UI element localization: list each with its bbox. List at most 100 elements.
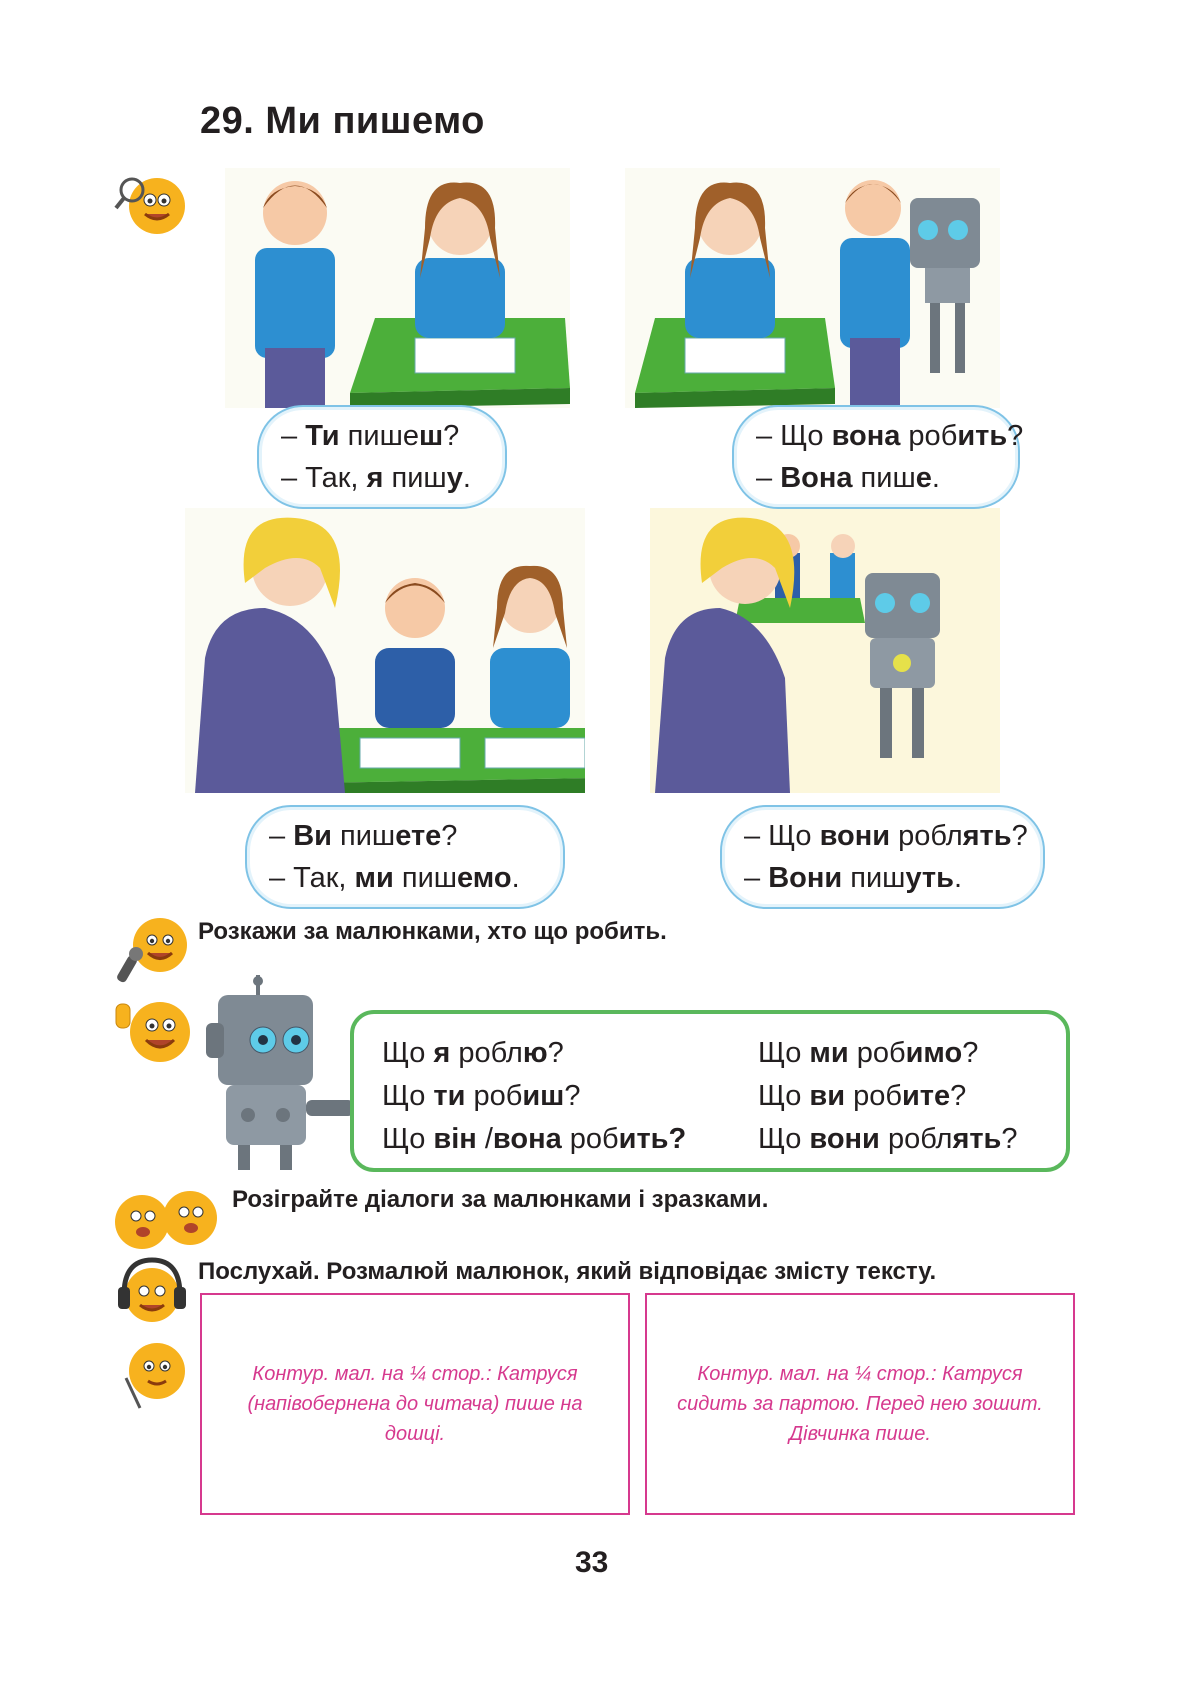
text-segment: . bbox=[931, 462, 940, 494]
smiley-pencil-icon bbox=[124, 1343, 185, 1409]
bold-text-segment: ите bbox=[901, 1080, 951, 1112]
text-segment: робл bbox=[879, 1123, 953, 1155]
text-segment: . bbox=[953, 862, 963, 894]
text-segment: – Так, bbox=[269, 862, 355, 894]
bold-text-segment: ми bbox=[354, 862, 394, 894]
grammar-row: Що ти робиш? bbox=[382, 1075, 686, 1118]
text-segment: / bbox=[476, 1123, 493, 1155]
text-segment: пиш bbox=[842, 862, 906, 894]
bold-text-segment: е bbox=[915, 462, 932, 494]
text-segment: ? bbox=[962, 1037, 979, 1069]
text-segment: – bbox=[756, 462, 781, 494]
instruction-act: Розіграйте діалоги за малюнками і зразка… bbox=[232, 1186, 769, 1213]
scene-boy-asks-girl bbox=[225, 168, 570, 408]
text-segment: ? bbox=[950, 1080, 967, 1112]
grammar-row: Що він /вона робить? bbox=[382, 1118, 686, 1161]
text-segment: . bbox=[511, 862, 520, 894]
bold-text-segment: ви bbox=[809, 1080, 846, 1112]
text-segment: ? bbox=[1007, 420, 1024, 452]
grammar-row: Що ви робите? bbox=[758, 1075, 1018, 1118]
text-segment: ? bbox=[441, 820, 458, 852]
text-segment: пиш bbox=[852, 462, 916, 494]
scene-teacher-robot bbox=[650, 508, 1000, 793]
bold-text-segment: ш bbox=[418, 420, 444, 452]
bold-text-segment: ю bbox=[522, 1037, 548, 1069]
bold-text-segment: вони bbox=[819, 820, 891, 852]
text-segment: – Так, bbox=[281, 462, 367, 494]
text-segment: ? bbox=[443, 420, 460, 452]
text-segment: – bbox=[744, 862, 769, 894]
smileys-talking-icon bbox=[115, 1191, 217, 1249]
bold-text-segment: иш bbox=[522, 1080, 565, 1112]
bold-text-segment: у bbox=[446, 462, 463, 494]
text-segment: Що bbox=[758, 1123, 810, 1155]
dialogue-bubble-3: – Ви пишете? – Так, ми пишемо. bbox=[245, 805, 565, 909]
bold-text-segment: ить? bbox=[618, 1123, 687, 1155]
bold-text-segment: вона bbox=[492, 1123, 562, 1155]
text-segment: Що bbox=[382, 1080, 434, 1112]
scene-boy-robot-girl bbox=[625, 168, 1000, 408]
text-segment: Що bbox=[758, 1037, 810, 1069]
text-segment: пиш bbox=[383, 462, 447, 494]
grammar-column-singular: Що я роблю? Що ти робиш? Що він /вона ро… bbox=[382, 1032, 686, 1161]
bold-text-segment: ми bbox=[809, 1037, 849, 1069]
bold-text-segment: вони bbox=[809, 1123, 880, 1155]
smiley-magnifier-icon bbox=[114, 177, 185, 234]
dialogue-line: – Вона пише. bbox=[756, 457, 1018, 499]
text-segment: пиш bbox=[331, 820, 396, 852]
dialogue-line: – Так, ми пишемо. bbox=[269, 857, 563, 899]
bold-text-segment: имо bbox=[905, 1037, 963, 1069]
text-segment: ? bbox=[1001, 1123, 1018, 1155]
text-segment: пиш bbox=[393, 862, 458, 894]
dialogue-bubble-4: – Що вони роблять? – Вони пишуть. bbox=[720, 805, 1045, 909]
bold-text-segment: ить bbox=[957, 420, 1008, 452]
bold-text-segment: ять bbox=[962, 820, 1012, 852]
dialogue-line: – Так, я пишу. bbox=[281, 457, 505, 499]
robot-illustration bbox=[206, 975, 354, 1170]
smiley-microphone-icon bbox=[117, 918, 187, 983]
dialogue-line: – Що вони роблять? bbox=[744, 815, 1043, 857]
text-segment: Що bbox=[382, 1123, 434, 1155]
dialogue-bubble-1: – Ти пишеш? – Так, я пишу. bbox=[257, 405, 507, 509]
grammar-row: Що вони роблять? bbox=[758, 1118, 1018, 1161]
text-segment: . bbox=[462, 462, 471, 494]
page-number: 33 bbox=[575, 1546, 609, 1579]
drawing-box-right: Контур. мал. на ¼ стор.: Катруся сидить … bbox=[645, 1293, 1075, 1515]
text-segment: робл bbox=[450, 1037, 523, 1069]
dialogue-line: – Вони пишуть. bbox=[744, 857, 1043, 899]
dialogue-bubble-2: – Що вона робить? – Вона пише. bbox=[732, 405, 1023, 509]
dialogue-line: – Ви пишете? bbox=[269, 815, 563, 857]
text-segment: роб bbox=[848, 1037, 906, 1069]
bold-text-segment: уть bbox=[905, 862, 954, 894]
grammar-column-plural: Що ми робимо? Що ви робите? Що вони робл… bbox=[758, 1032, 1018, 1161]
grammar-row: Що я роблю? bbox=[382, 1032, 686, 1075]
bold-text-segment: Ти bbox=[305, 420, 340, 452]
text-segment: – bbox=[269, 820, 294, 852]
grammar-box: Що я роблю? Що ти робиш? Що він /вона ро… bbox=[350, 1010, 1070, 1172]
bold-text-segment: ете bbox=[395, 820, 442, 852]
text-segment: ? bbox=[564, 1080, 581, 1112]
text-segment: роб bbox=[900, 420, 958, 452]
text-segment: робл bbox=[890, 820, 963, 852]
instruction-tell: Розкажи за малюнками, хто що робить. bbox=[198, 918, 667, 945]
bold-text-segment: він bbox=[433, 1123, 477, 1155]
page-title: 29. Ми пишемо bbox=[200, 100, 485, 142]
text-segment: роб bbox=[845, 1080, 902, 1112]
text-segment: роб bbox=[561, 1123, 619, 1155]
bold-text-segment: вона bbox=[831, 420, 901, 452]
smiley-thumbsup-icon bbox=[115, 1002, 190, 1062]
dialogue-line: – Що вона робить? bbox=[756, 415, 1023, 457]
bold-text-segment: Вони bbox=[768, 862, 843, 894]
text-segment: – Що bbox=[744, 820, 820, 852]
bold-text-segment: емо bbox=[457, 862, 512, 894]
text-segment: – bbox=[281, 420, 306, 452]
text-segment: пише bbox=[339, 420, 419, 452]
bold-text-segment: Ви bbox=[293, 820, 332, 852]
bold-text-segment: я bbox=[366, 462, 384, 494]
text-segment: роб bbox=[465, 1080, 523, 1112]
grammar-row: Що ми робимо? bbox=[758, 1032, 1018, 1075]
text-segment: – Що bbox=[756, 420, 832, 452]
bold-text-segment: ять bbox=[952, 1123, 1002, 1155]
dialogue-line: – Ти пишеш? bbox=[281, 415, 505, 457]
instruction-listen: Послухай. Розмалюй малюнок, який відпові… bbox=[198, 1258, 937, 1285]
